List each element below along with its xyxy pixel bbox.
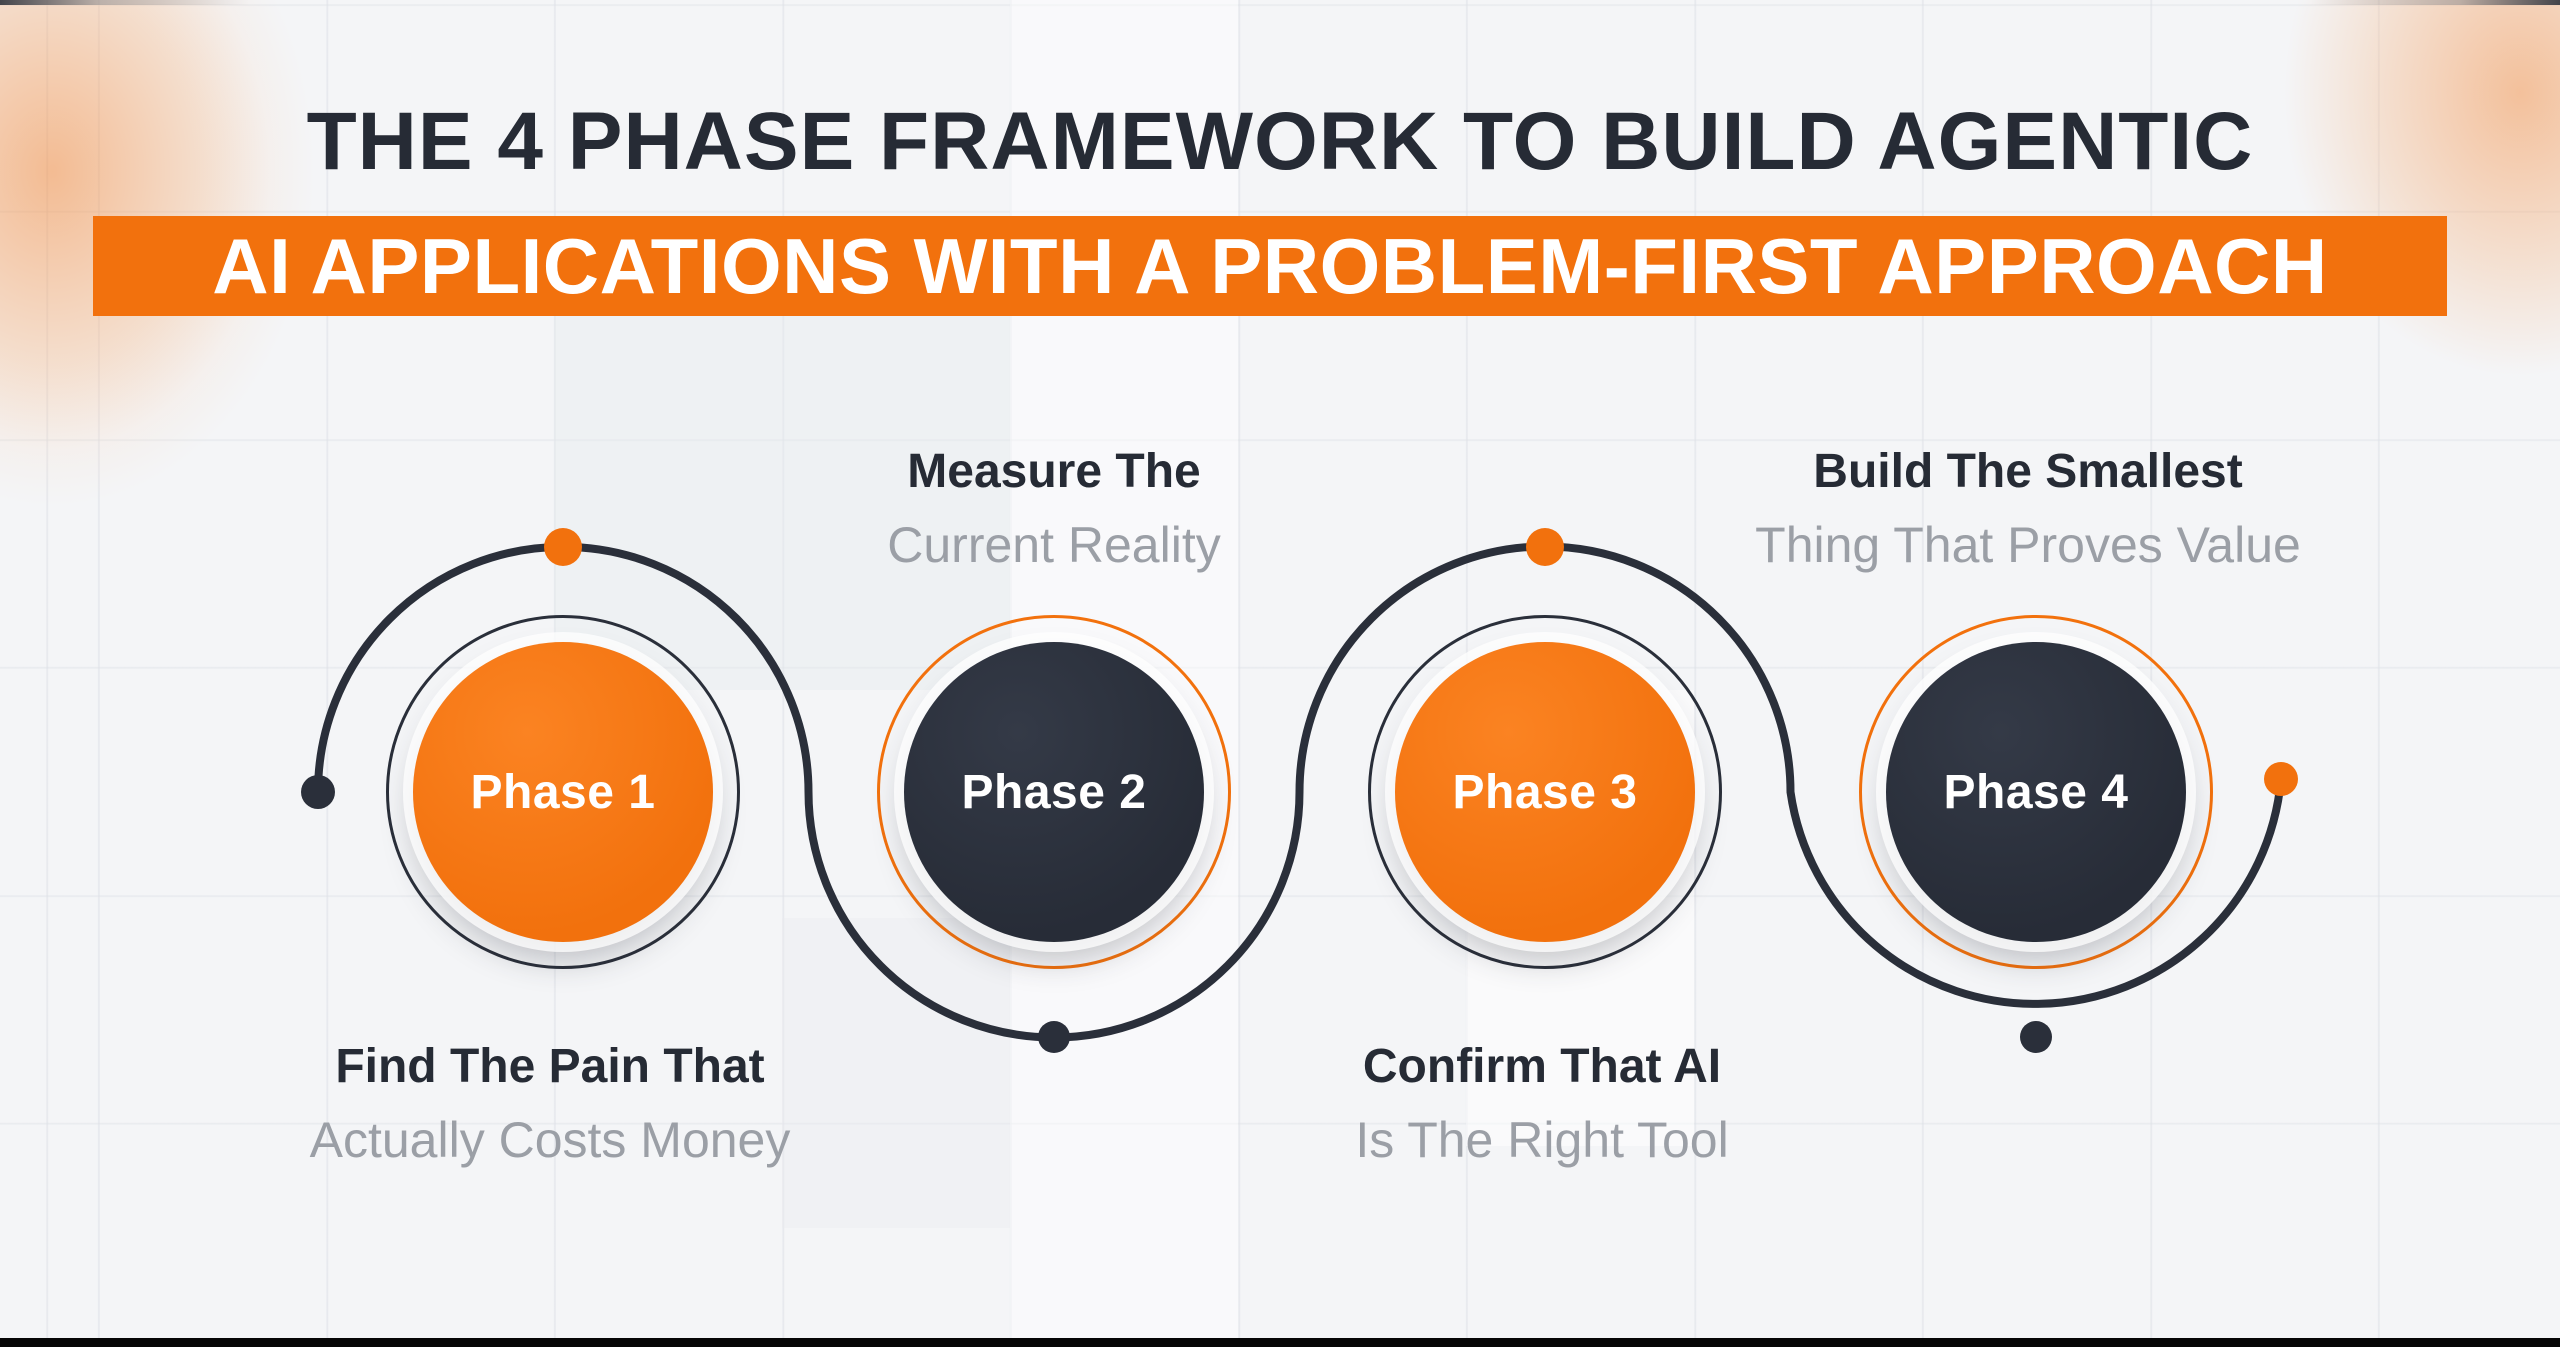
phase-3-circle: Phase 3 [1395, 642, 1695, 942]
phase-4-ring [1859, 615, 2213, 969]
phase-2-caption: Measure The Current Reality [654, 445, 1454, 573]
phase-4-caption: Build The Smallest Thing That Proves Val… [1628, 445, 2428, 573]
phase-4-circle: Phase 4 [1886, 642, 2186, 942]
phase-2-ring [877, 615, 1231, 969]
phase-1-circle: Phase 1 [413, 642, 713, 942]
bottom-black-bar [0, 1338, 2560, 1347]
phase-3-caption: Confirm That AI Is The Right Tool [1142, 1040, 1942, 1168]
title-banner: AI APPLICATIONS WITH A PROBLEM-FIRST APP… [93, 216, 2447, 316]
phase-2-caption-line1: Measure The [907, 445, 1201, 498]
timeline-end-dot [2264, 762, 2298, 796]
phase-3-ring [1368, 615, 1722, 969]
phase-2-circle: Phase 2 [904, 642, 1204, 942]
page-title: THE 4 PHASE FRAMEWORK TO BUILD AGENTIC [306, 96, 2254, 187]
phase-3-caption-line2: Is The Right Tool [1355, 1112, 1729, 1168]
phase-4-caption-line1: Build The Smallest [1813, 445, 2243, 498]
phase-1-label: Phase 1 [470, 765, 656, 819]
phase-2-label: Phase 2 [961, 765, 1147, 819]
timeline-bottom-dot-2 [2020, 1021, 2052, 1053]
phase-3-label: Phase 3 [1452, 765, 1638, 819]
phase-1-caption-line2: Actually Costs Money [309, 1112, 791, 1168]
background-patch [782, 918, 1010, 1228]
title-banner-text: AI APPLICATIONS WITH A PROBLEM-FIRST APP… [212, 221, 2328, 310]
top-edge-shadow-right [2310, 0, 2560, 5]
phase-4-caption-line2: Thing That Proves Value [1755, 517, 2301, 573]
timeline-top-dot-2 [1526, 528, 1564, 566]
phase-3-caption-line1: Confirm That AI [1362, 1040, 1722, 1093]
phase-1-caption: Find The Pain That Actually Costs Money [150, 1040, 950, 1168]
timeline-top-dot-1 [544, 528, 582, 566]
phase-4-label: Phase 4 [1943, 765, 2129, 819]
timeline-bottom-dot-1 [1038, 1021, 1070, 1053]
timeline-path [314, 542, 2285, 1042]
phase-2-caption-line2: Current Reality [887, 517, 1221, 573]
timeline-start-dot [301, 775, 335, 809]
top-edge-shadow-left [0, 0, 250, 5]
phase-1-caption-line1: Find The Pain That [335, 1040, 765, 1093]
phase-1-ring [386, 615, 740, 969]
